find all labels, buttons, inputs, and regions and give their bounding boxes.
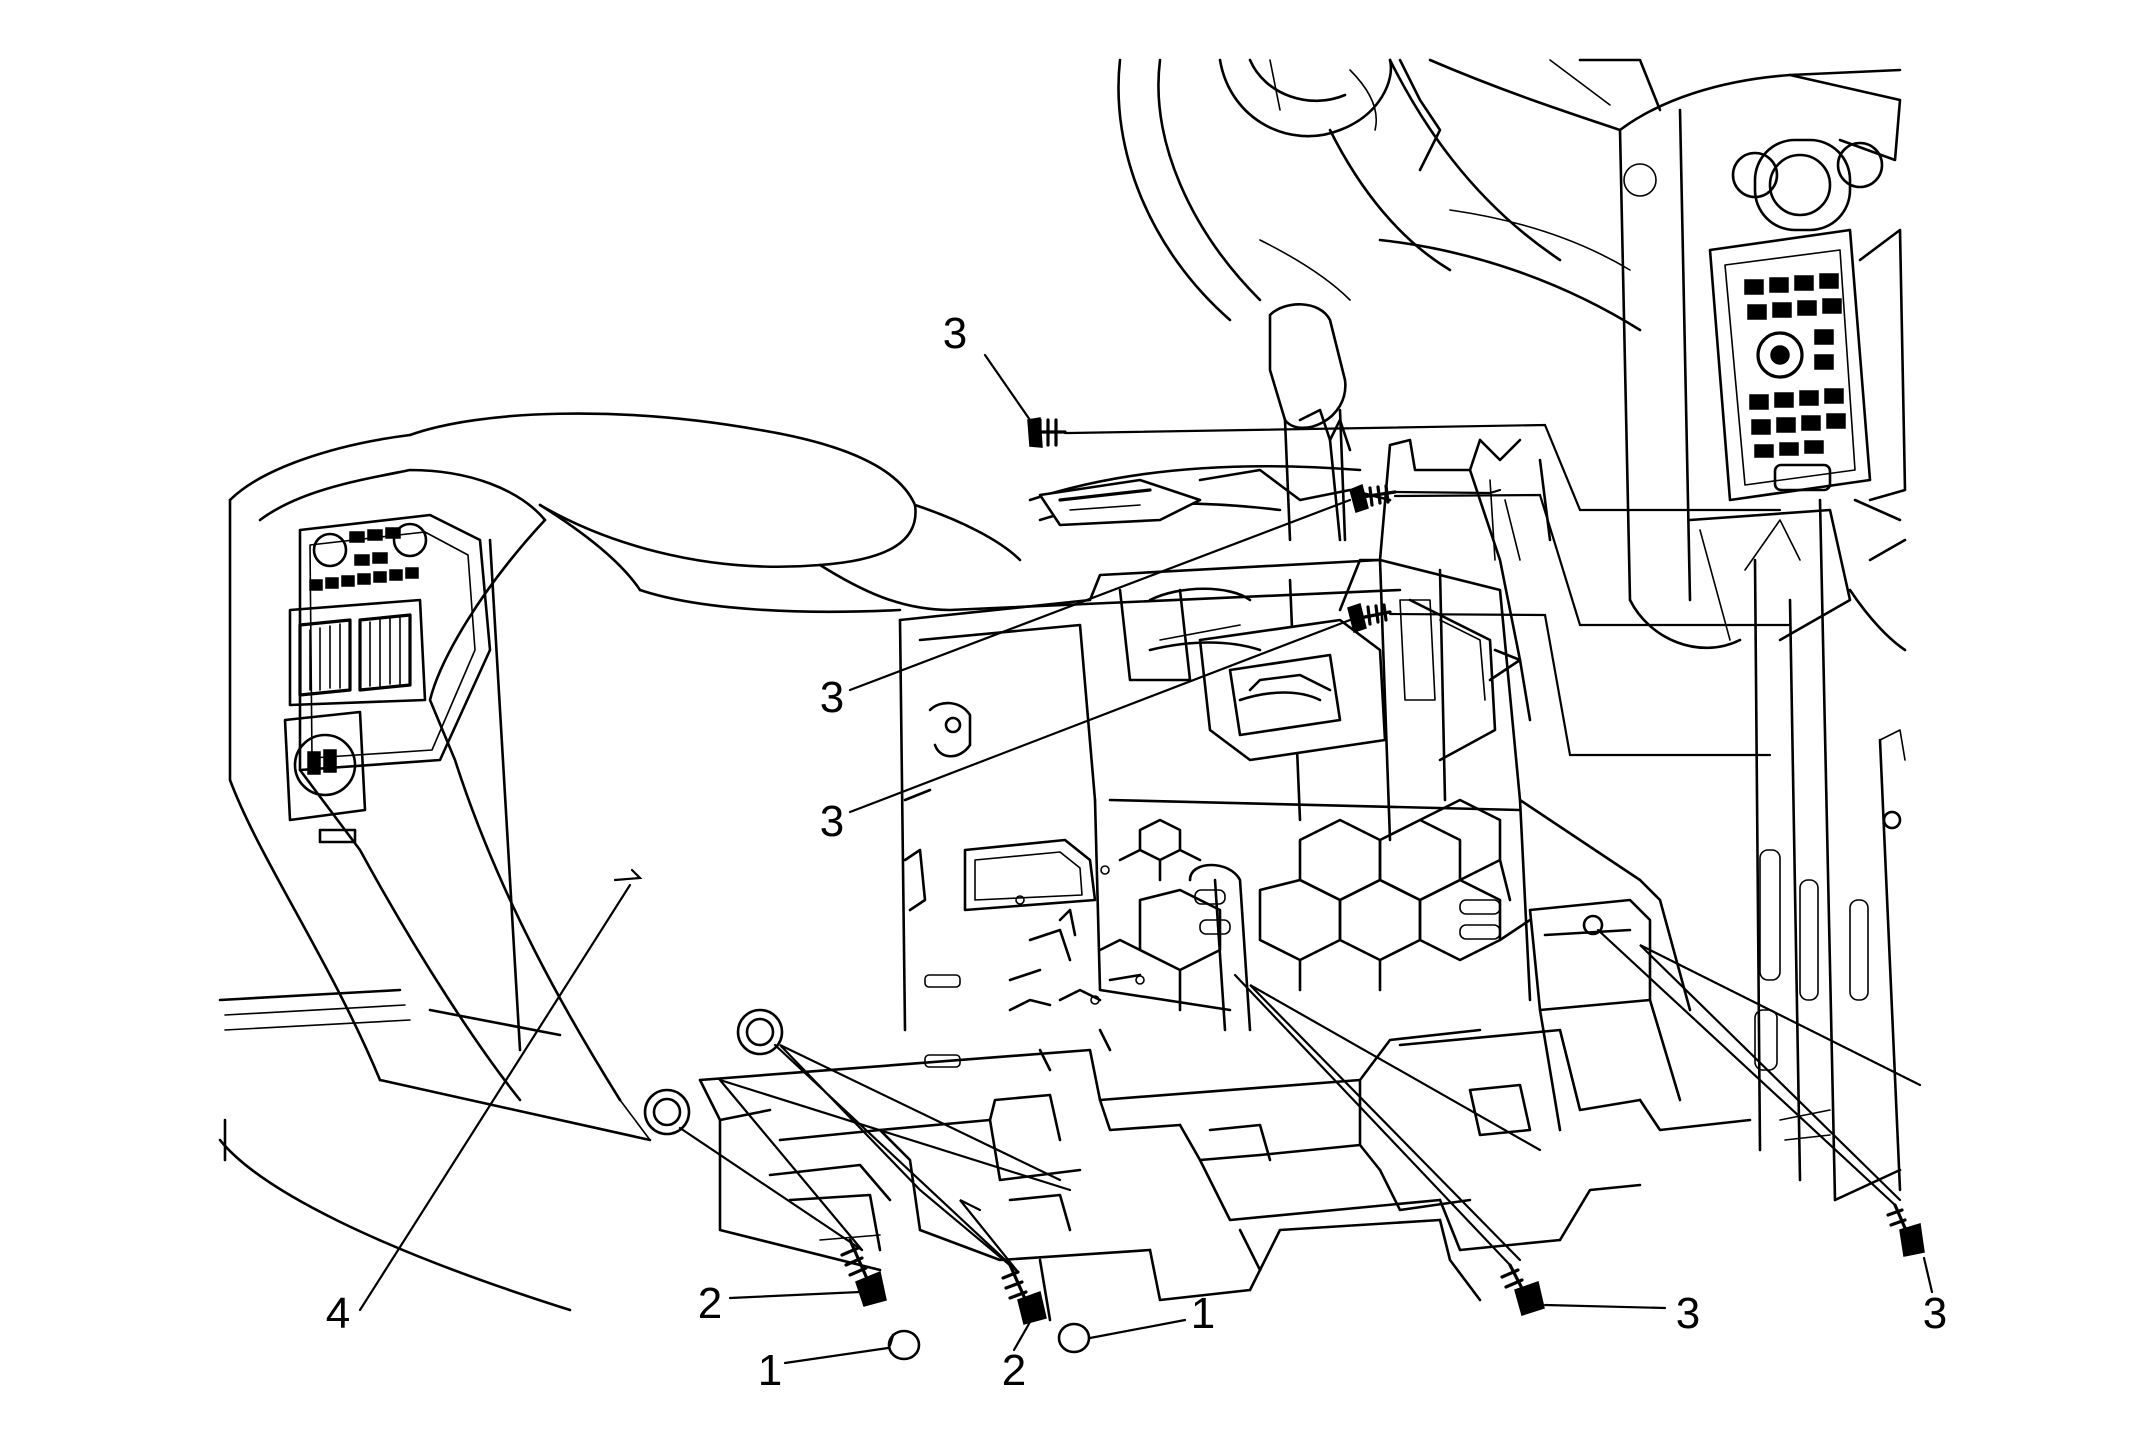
callout-3-top: 3 — [943, 309, 967, 358]
rear-air-vents — [288, 598, 427, 707]
console-mounting-bracket — [698, 408, 1752, 1322]
dash-trim — [1378, 58, 1662, 332]
callout-3-upper-mid: 3 — [820, 673, 844, 722]
center-stack — [1618, 68, 1907, 650]
bolt-bottom-center — [1500, 1263, 1545, 1316]
honeycomb-reinforcement — [963, 798, 1512, 1072]
grommet-left — [643, 1088, 691, 1136]
bolt-bottom-left — [840, 1238, 887, 1307]
callout-4: 4 — [326, 1289, 350, 1338]
callout-3-bottom-right: 3 — [1923, 1289, 1947, 1338]
shifter-assembly — [1028, 303, 1392, 542]
bolt-bottom-mid-left — [1001, 1263, 1047, 1325]
callout-2-right: 2 — [1002, 1346, 1026, 1395]
leader-lines — [358, 353, 1934, 1365]
right-side-bracket — [1744, 498, 1907, 1202]
bolt-lower-mid — [1347, 603, 1392, 633]
grommet-bottom-mid — [1057, 1322, 1091, 1354]
radio-button-grid — [1744, 273, 1846, 458]
bolt-top — [1027, 417, 1072, 448]
rear-climate-controls — [309, 522, 428, 591]
grommet-bottom-left — [887, 1329, 921, 1361]
steering-wheel — [1117, 58, 1562, 322]
floor-console — [218, 412, 1402, 1312]
grommet-center — [736, 1008, 784, 1056]
callout-1-left: 1 — [758, 1346, 782, 1395]
callout-2-left: 2 — [698, 1279, 722, 1328]
callout-3-lower-mid: 3 — [820, 797, 844, 846]
bolt-upper-mid — [1349, 483, 1397, 513]
callout-3-bottom-center: 3 — [1676, 1289, 1700, 1338]
callout-1-right: 1 — [1191, 1289, 1215, 1338]
bolt-bottom-right — [1886, 1203, 1925, 1257]
